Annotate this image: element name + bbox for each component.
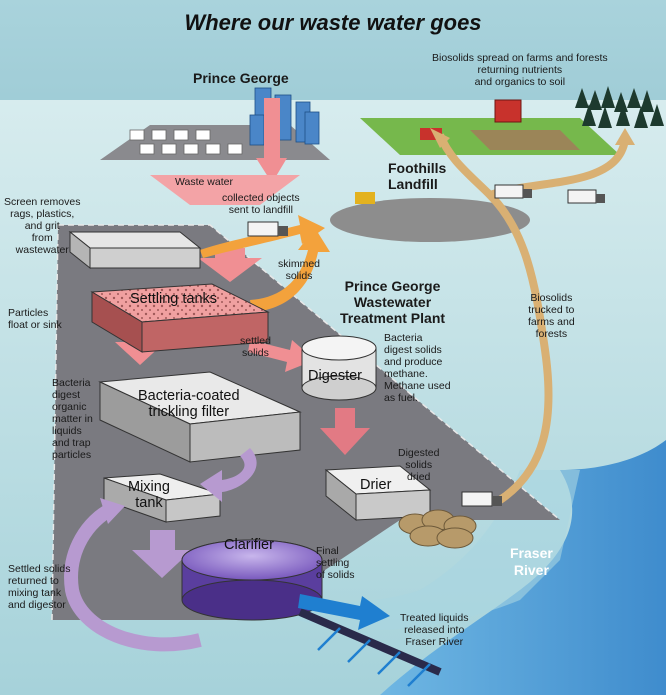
digested-solids-label: Digested solids dried [398,447,440,483]
waste-water-label: Waste water [175,176,233,188]
biosolids-spread-label: Biosolids spread on farms and forests re… [432,52,608,88]
orange-arrow-skim [250,228,330,312]
settled-solids-label: settled solids [240,335,271,359]
truck-4 [461,491,502,507]
particles-label: Particles float or sink [8,307,62,331]
plant-outline [51,224,561,621]
fraser-river [380,440,666,695]
biosolids-trucked-label: Biosolids trucked to farms and forests [528,292,575,340]
mixing-tank-label: Mixing tank [128,479,170,511]
bulldozer [355,192,375,204]
biosolids-piles [398,509,477,549]
drier-unit [324,465,432,522]
bacteria-digest-label: Bacteria digest organic matter in liquid… [52,377,93,461]
drier-label: Drier [360,477,392,493]
purple-arrow-mixing [132,530,192,578]
diagram-title: Where our waste water goes [184,10,482,35]
collected-objects-label: collected objects sent to landfill [222,192,300,216]
digester-label: Digester [308,368,362,384]
landfill-label: Foothills Landfill [388,160,447,192]
digester-note-label: Bacteria digest solids and produce metha… [384,332,451,404]
final-settling-label: Final settling of solids [316,545,355,581]
blue-flow-arrow [298,594,390,630]
digester-arrow [320,408,370,455]
purple-return-arrowhead [100,498,125,524]
trickling-filter [98,371,302,463]
landfill-mound [330,198,530,242]
biosolids-arrowhead-right [615,128,635,145]
treated-liquids-label: Treated liquids released into Fraser Riv… [400,612,469,648]
plant-label: Prince George Wastewater Treatment Plant [340,278,446,326]
pink-arrow-3 [248,340,315,372]
river-label: Fraser River [510,545,553,578]
biosolids-arrowhead-left [430,128,450,148]
purple-arrow-filter [200,448,257,502]
clarifier-label: Clarifier [224,537,274,553]
settling-tanks [90,283,270,353]
forest [575,86,664,128]
pink-arrow-1 [198,248,262,282]
settling-tanks-label: Settling tanks [130,291,218,307]
trickling-filter-label: Bacteria-coated trickling filter [138,388,240,420]
houses [129,129,243,155]
waste-water-band [150,175,300,205]
city-label: Prince George [193,70,289,86]
settled-returned-label: Settled solids returned to mixing tank a… [8,563,71,611]
outfall-pipe [298,608,442,676]
truck-3 [567,189,605,204]
barn [494,99,522,123]
digester-tank [301,335,377,401]
discharge-arrows [317,627,431,687]
river-shore [250,470,580,630]
truck-1 [247,221,288,237]
screen-label: Screen removes rags, plastics, and grit … [4,196,81,256]
clarifier-tank [181,539,323,621]
farm-field-2 [470,130,580,150]
truck-2 [494,184,532,199]
purple-return-loop [64,503,202,652]
waste-water-arrow [256,98,287,183]
screen-unit [68,230,202,270]
skimmed-solids-label: skimmed solids [278,258,321,282]
